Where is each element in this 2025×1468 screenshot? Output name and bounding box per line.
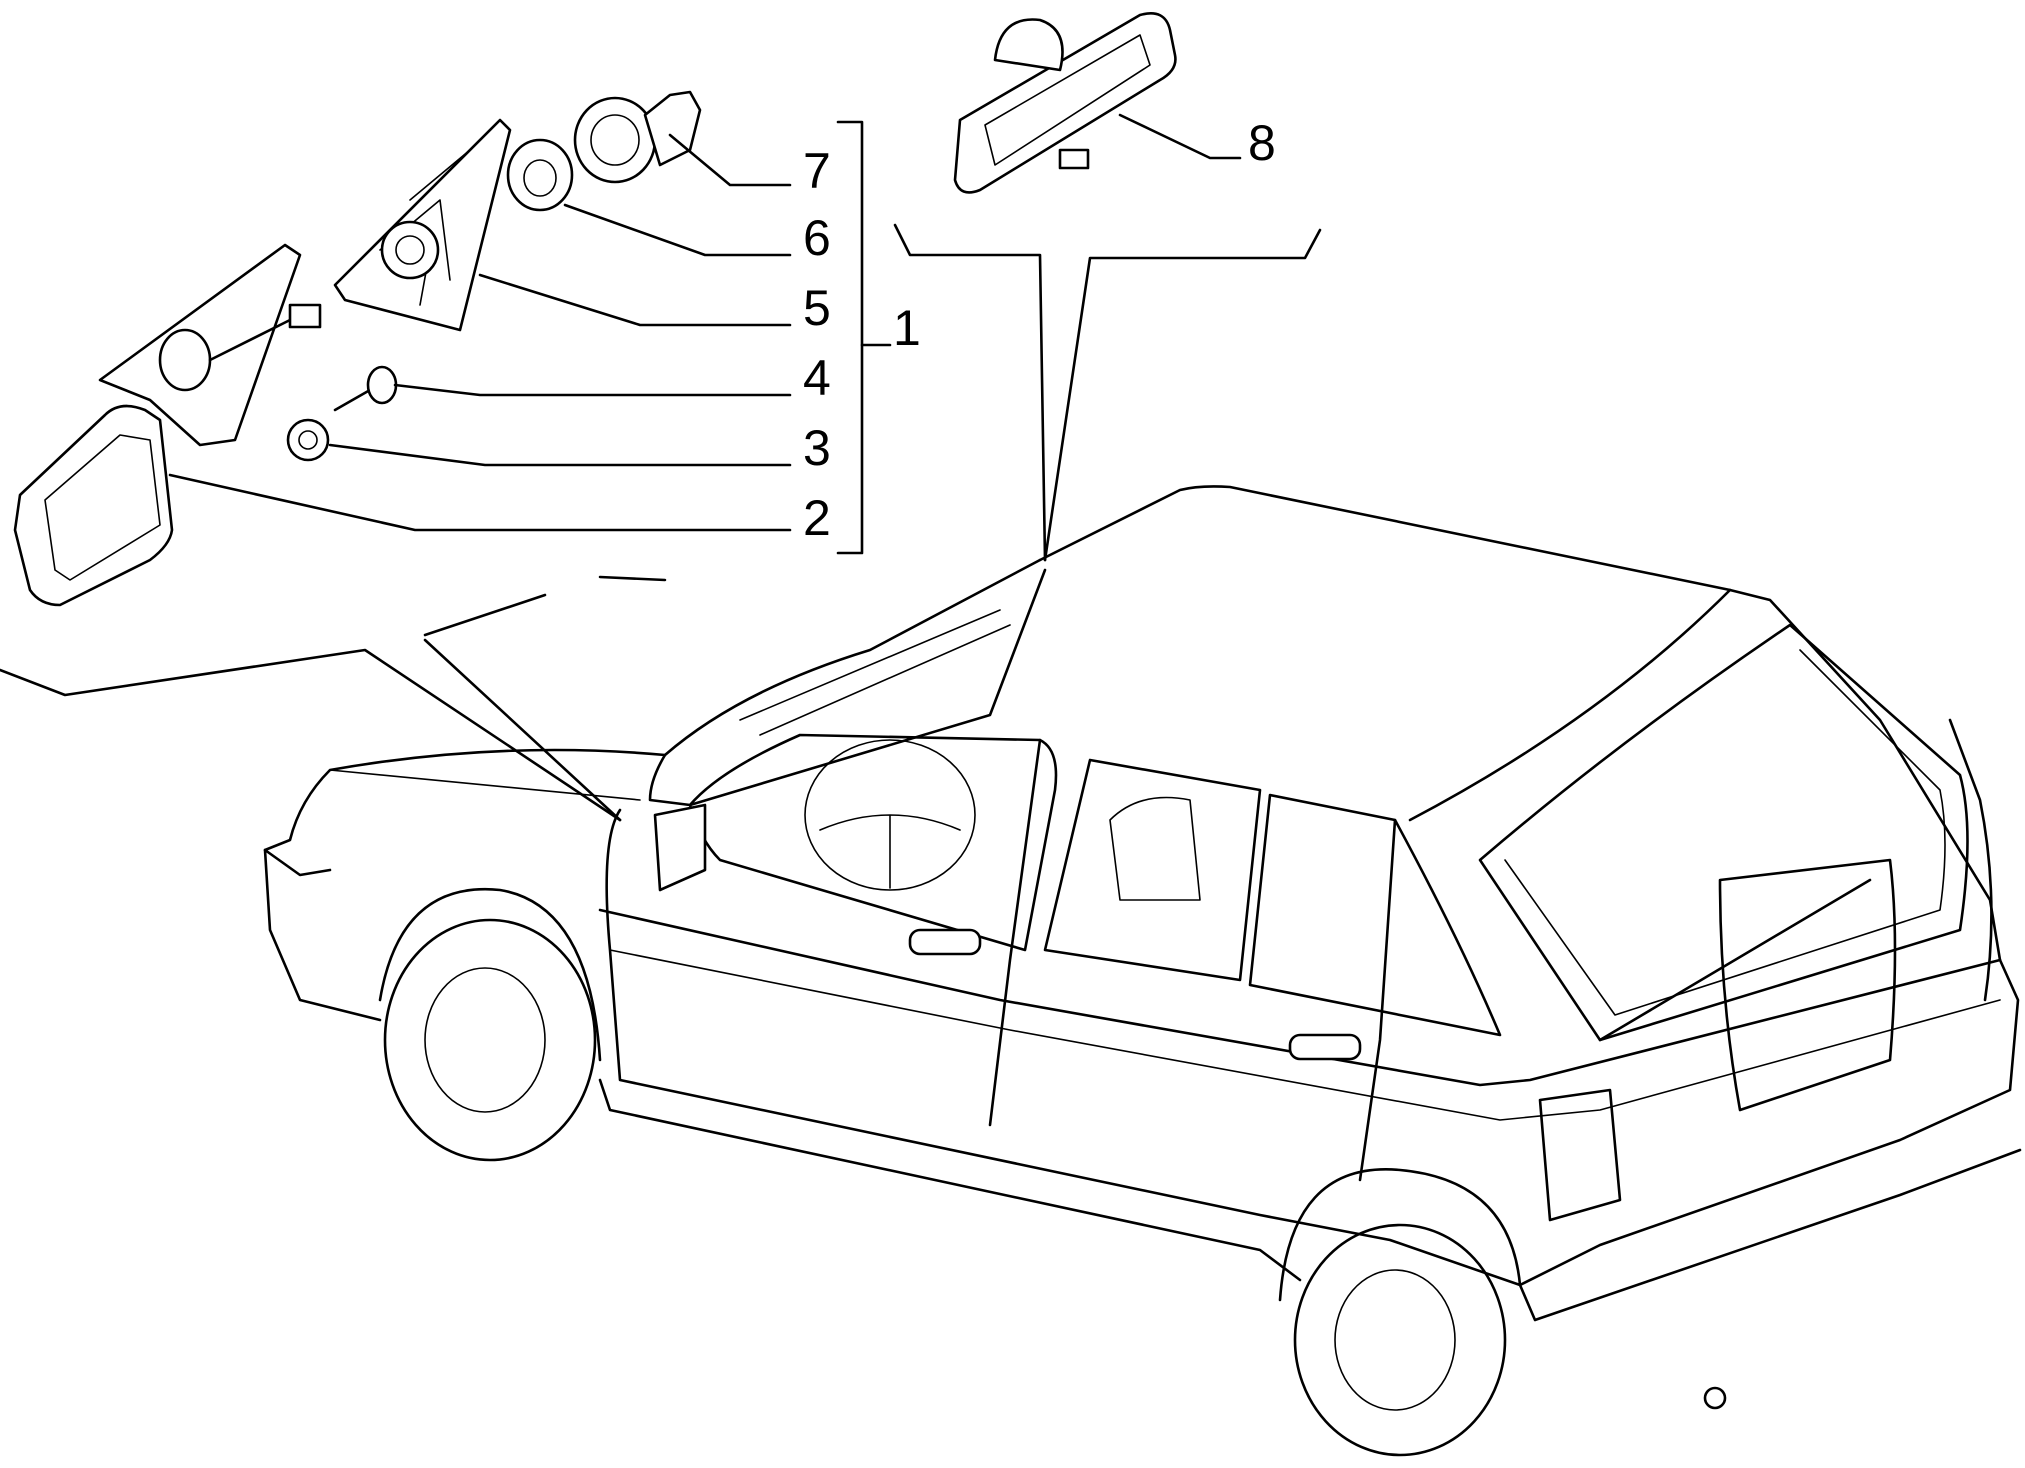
callout-line-8 — [1118, 113, 1242, 160]
rear-door-window — [1043, 758, 1262, 982]
interior-mirror-leader-left — [893, 223, 1047, 562]
front-wheel-arch — [378, 887, 602, 1062]
callout-lines — [168, 113, 1242, 555]
part-3-clip — [286, 418, 330, 462]
part-7-grommet-tail — [643, 90, 702, 167]
part-7-grommet-inner — [590, 114, 640, 166]
windshield-bottom — [648, 568, 1047, 807]
tail-light — [1538, 1088, 1622, 1222]
rear-wheel-arch — [1278, 1168, 1522, 1302]
front-door-handle — [908, 928, 982, 956]
rear-door-seam — [1358, 818, 1397, 1182]
leader-lines — [0, 223, 1322, 822]
adjuster-rod — [208, 318, 292, 362]
part-6-ring — [506, 138, 574, 212]
roof-rear-edge — [1408, 588, 1732, 822]
rear-pillar — [1948, 718, 1993, 1002]
mirror-leader-left — [0, 648, 622, 822]
part-6-ring-hole — [523, 159, 557, 197]
front-wheel-hub — [424, 967, 546, 1113]
part-8-mirror-body — [953, 12, 1177, 194]
callout-2: 2 — [803, 490, 831, 546]
callout-line-2 — [168, 473, 792, 532]
part-2-mirror-glass — [44, 434, 161, 581]
group-bracket — [836, 120, 864, 555]
part-4-screw-shaft — [333, 388, 372, 412]
license-plate-recess — [1718, 858, 1897, 1112]
rear-door-handle — [1288, 1033, 1362, 1061]
seat-outline — [1109, 796, 1201, 901]
part-3-clip-center — [298, 430, 318, 450]
wiper-lines — [739, 609, 1011, 736]
callout-line-4 — [393, 383, 792, 397]
body-lower — [605, 808, 2020, 1287]
steering-wheel — [804, 739, 976, 891]
rear-window — [1478, 623, 1969, 1042]
callout-7: 7 — [803, 143, 831, 199]
callout-6: 6 — [803, 210, 831, 266]
rear-wheel — [1293, 1223, 1507, 1457]
front-wheel — [383, 918, 597, 1162]
part-8-mount-clip — [1058, 148, 1090, 170]
part-7-grommet — [573, 96, 657, 184]
front-bumper — [263, 848, 332, 877]
windshield-top — [663, 558, 1042, 757]
callout-8: 8 — [1248, 115, 1276, 171]
part-8-mirror-glass — [984, 34, 1151, 166]
part-2-mirror-head — [13, 404, 174, 607]
body-belt-line — [598, 908, 2002, 1087]
part-5-boss — [380, 220, 440, 280]
side-sill — [598, 1078, 1302, 1282]
callout-1: 1 — [893, 300, 921, 356]
mirror-leader-right — [423, 638, 622, 822]
hood-leader-tick — [598, 575, 667, 582]
part-2-pivot — [158, 328, 212, 392]
exterior-mirror-parts — [13, 90, 702, 607]
front-door-window — [688, 733, 1058, 952]
callout-line-3 — [328, 443, 792, 467]
callout-4: 4 — [803, 350, 831, 406]
interior-mirror-leader-right — [1043, 228, 1322, 562]
part-8-mount-base — [993, 18, 1064, 72]
car-illustration — [263, 485, 2022, 1457]
callout-numbers: 7 6 5 4 3 2 1 8 — [803, 115, 1276, 546]
rear-wheel-hub — [1334, 1269, 1456, 1411]
quarter-window — [1248, 793, 1502, 1037]
tow-hook — [1703, 1386, 1727, 1410]
callout-line-5 — [478, 273, 792, 327]
interior-mirror-part — [953, 12, 1177, 194]
callout-5: 5 — [803, 280, 831, 336]
rear-wiper — [1598, 878, 1872, 1042]
part-5-boss-hole — [395, 235, 425, 265]
car-side-mirror — [653, 803, 707, 892]
hood-line — [329, 769, 641, 801]
mirror-leader-short — [423, 593, 547, 637]
hood-outline — [263, 748, 667, 1022]
rear-window-inner — [1504, 649, 1946, 1016]
steering-spokes — [819, 814, 961, 889]
callout-line-6 — [563, 203, 792, 257]
front-door-seam — [988, 738, 1042, 1127]
callout-line-7 — [668, 133, 792, 187]
callout-3: 3 — [803, 420, 831, 476]
adjuster-knob — [288, 303, 322, 329]
rear-bumper — [1518, 1148, 2022, 1322]
part-4-screw-head — [366, 365, 398, 405]
